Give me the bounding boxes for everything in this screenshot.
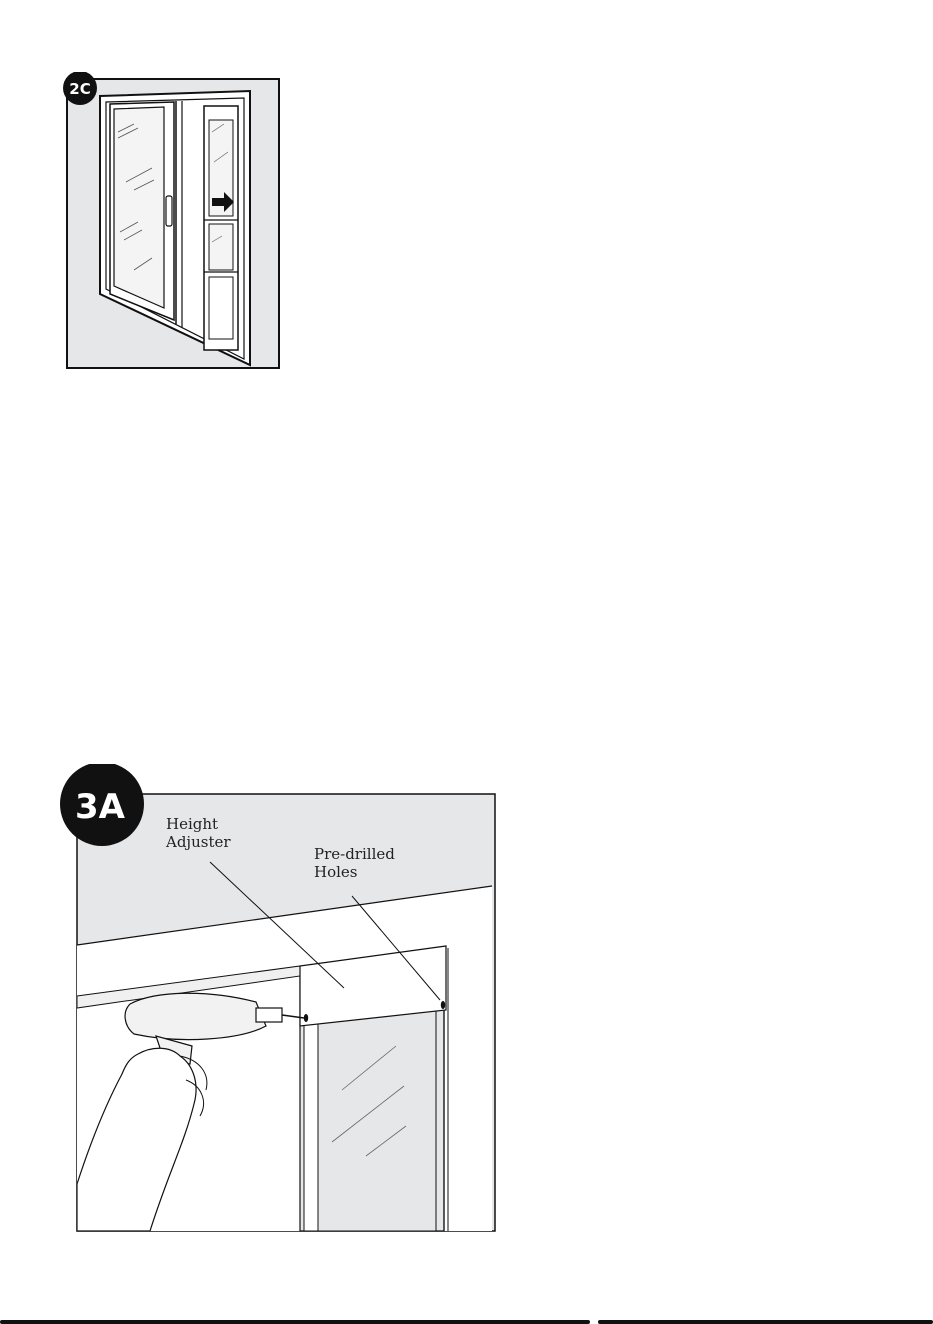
figure-2c-badge-label: 2C	[69, 80, 90, 98]
pre-drilled-hole	[441, 1001, 445, 1009]
sliding-door-glass	[114, 107, 164, 308]
callout-height-line-1: Height	[166, 815, 218, 833]
figure-2c-illustration: 2C	[54, 72, 284, 372]
figure-3a: 3A Height Adjuster Pre-drilled Holes	[60, 764, 500, 1236]
callout-holes-line-2: Holes	[314, 863, 357, 881]
figure-3a-badge-label: 3A	[75, 787, 126, 827]
callout-height-line-2: Adjuster	[165, 833, 231, 851]
pre-drilled-hole	[304, 1014, 308, 1022]
callout-holes-line-1: Pre-drilled	[314, 845, 395, 863]
figure-3a-illustration: 3A Height Adjuster Pre-drilled Holes	[60, 764, 500, 1236]
page-bottom-edge	[0, 1319, 933, 1324]
figure-2c: 2C	[54, 72, 284, 372]
pet-flap	[209, 277, 233, 339]
door-handle	[166, 196, 172, 226]
